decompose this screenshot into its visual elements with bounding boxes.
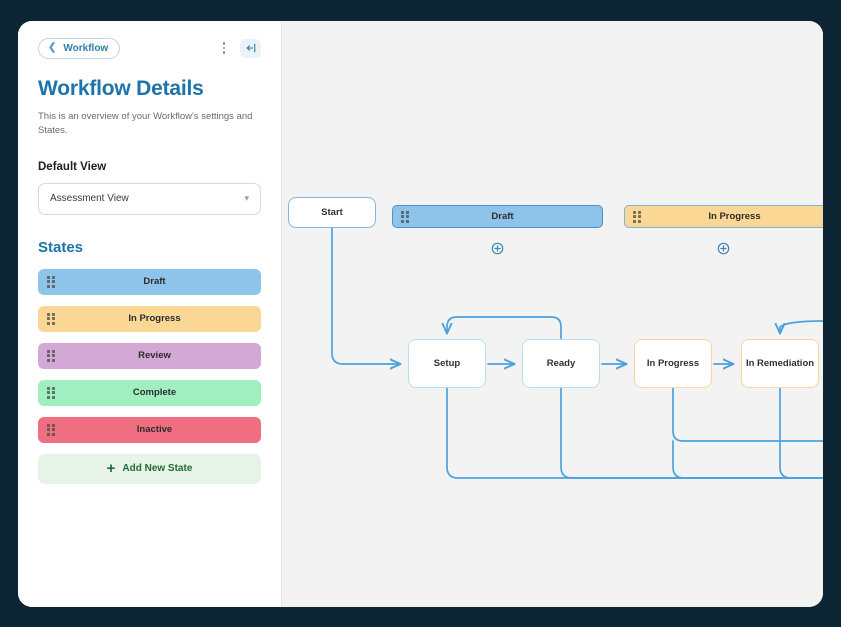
- state-row[interactable]: Complete: [38, 379, 261, 406]
- drag-handle-icon[interactable]: [47, 349, 57, 362]
- workflow-node-label: Ready: [546, 358, 576, 369]
- workflow-node[interactable]: Start: [288, 197, 376, 228]
- chevron-down-icon: ▾: [244, 193, 249, 203]
- drag-handle-icon[interactable]: [47, 312, 57, 325]
- page-subtitle: This is an overview of your Workflow's s…: [38, 111, 253, 137]
- states-heading: States: [38, 238, 84, 256]
- add-new-state-button[interactable]: + Add New State: [38, 453, 261, 484]
- back-button-label: Workflow: [63, 42, 109, 54]
- app-window: ❮ Workflow Workflow Details This is an o…: [18, 21, 823, 607]
- back-to-workflow-button[interactable]: ❮ Workflow: [38, 37, 121, 59]
- drag-handle-icon[interactable]: [633, 210, 643, 223]
- workflow-node[interactable]: In Remediation: [741, 339, 819, 388]
- state-row[interactable]: Inactive: [38, 416, 261, 443]
- workflow-node-label: Setup: [433, 358, 461, 369]
- workflow-node-label: Start: [321, 207, 343, 218]
- default-view-select[interactable]: Assessment View ▾: [38, 182, 261, 215]
- column-header-label: Draft: [491, 211, 514, 222]
- default-view-value: Assessment View: [50, 193, 129, 204]
- workflow-node[interactable]: Setup: [408, 339, 486, 388]
- workflow-edges: [331, 227, 823, 479]
- sidebar-header-actions: [217, 38, 261, 58]
- page-title: Workflow Details: [38, 77, 204, 100]
- add-node-plus-circle-icon[interactable]: [491, 242, 504, 255]
- drag-handle-icon[interactable]: [47, 423, 57, 436]
- sidebar-header: ❮ Workflow: [38, 33, 261, 63]
- workflow-node[interactable]: In Progress: [634, 339, 712, 388]
- state-row[interactable]: Draft: [38, 268, 261, 295]
- state-row[interactable]: Review: [38, 342, 261, 369]
- kebab-menu-icon[interactable]: [217, 39, 231, 57]
- column-header[interactable]: In Progress: [624, 205, 823, 228]
- state-label: In Progress: [128, 313, 181, 324]
- workflow-node[interactable]: Ready: [522, 339, 600, 388]
- chevron-left-icon: ❮: [48, 42, 57, 53]
- state-label: Draft: [143, 276, 166, 287]
- state-label: Inactive: [136, 424, 173, 435]
- column-header[interactable]: Draft: [392, 205, 603, 228]
- state-label: Review: [138, 350, 171, 361]
- workflow-node-label: In Remediation: [745, 358, 815, 369]
- column-header-label: In Progress: [708, 211, 761, 222]
- default-view-label: Default View: [38, 160, 107, 173]
- drag-handle-icon[interactable]: [47, 386, 57, 399]
- add-node-plus-circle-icon[interactable]: [717, 242, 730, 255]
- workflow-details-sidebar: ❮ Workflow Workflow Details This is an o…: [18, 21, 282, 607]
- workflow-node-label: In Progress: [646, 358, 700, 369]
- collapse-panel-icon[interactable]: [240, 38, 261, 58]
- add-new-state-label: Add New State: [122, 463, 193, 474]
- plus-icon: +: [106, 460, 116, 477]
- drag-handle-icon[interactable]: [47, 275, 57, 288]
- state-label: Complete: [132, 387, 177, 398]
- drag-handle-icon[interactable]: [401, 210, 411, 223]
- state-row[interactable]: In Progress: [38, 305, 261, 332]
